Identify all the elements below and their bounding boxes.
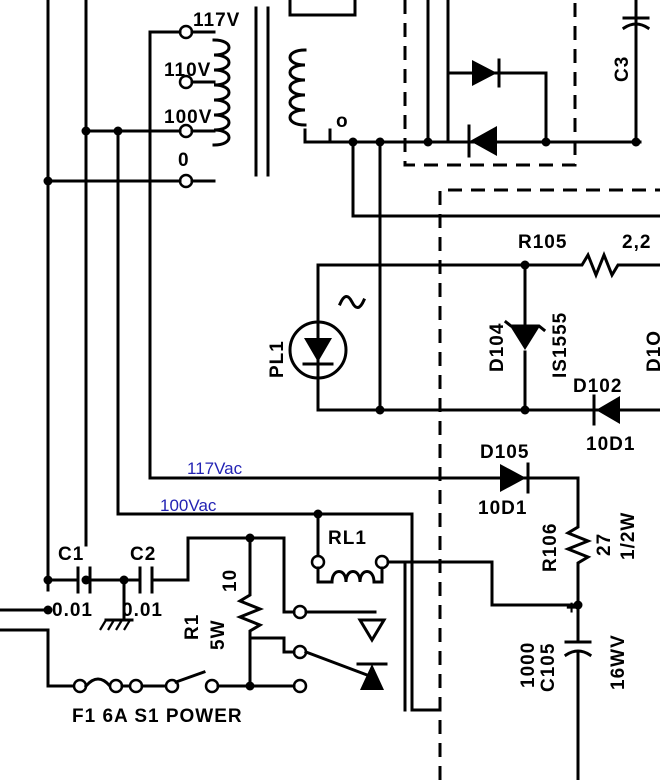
c2-label: C2 (130, 544, 156, 565)
c1-value: 0.01 (52, 600, 93, 621)
r106-wattage: 1/2W (618, 512, 639, 560)
r1-label: R1 (182, 614, 203, 640)
r1-wattage: 5W (208, 620, 229, 651)
c1-label: C1 (58, 544, 84, 565)
transformer-t1 (212, 6, 307, 177)
tap-117-label: 117V (193, 10, 240, 31)
wire-117vac (148, 30, 527, 480)
ground-symbol (99, 618, 134, 631)
pl1-label: PL1 (267, 340, 288, 378)
d102-part-number: 10D1 (586, 434, 635, 455)
tap-100-label: 100V (164, 107, 212, 128)
tap-117-terminal (178, 24, 194, 40)
main-board-outline (438, 188, 660, 780)
tap-0-terminal (178, 173, 194, 189)
capacitor-c2 (138, 536, 190, 594)
c105-plus: + (566, 598, 578, 619)
d101-label: D1O (644, 330, 660, 372)
tap-0-label: 0 (178, 150, 190, 171)
fuse-f1 (72, 677, 124, 694)
c105-label: C105 (538, 643, 559, 692)
d102-label: D102 (573, 376, 622, 397)
diode-d102 (578, 394, 660, 426)
rectifier-diode-lower (467, 124, 497, 158)
rl1-label: RL1 (328, 528, 367, 549)
resistor-r106 (563, 518, 593, 607)
annotation-117vac: 117Vac (187, 459, 243, 478)
d104-label: D104 (487, 323, 508, 372)
diode-d105 (500, 462, 580, 522)
rectifier-board-outline (403, 0, 577, 167)
resistor-r105 (523, 250, 660, 280)
power-switch-s1 (128, 670, 220, 694)
secondary-0-label: o (336, 111, 349, 132)
capacitor-c105 (563, 603, 593, 780)
resistor-r1 (235, 536, 265, 688)
zener-d104 (503, 263, 547, 412)
c105-voltage: 16WV (608, 634, 629, 690)
switch-fuse-caption: F1 6A S1 POWER (72, 706, 243, 727)
d105-label: D105 (480, 442, 529, 463)
d105-part-number: 10D1 (478, 498, 527, 519)
r106-label: R106 (540, 523, 561, 572)
annotation-100vac: 100Vac (160, 496, 217, 515)
c2-value: 0.01 (122, 600, 163, 621)
pilot-lamp-pl1 (288, 263, 582, 412)
r106-value: 27 (594, 533, 615, 556)
c105-value: 1000 (518, 642, 539, 688)
c3-label: C3 (612, 56, 633, 82)
r1-value: 10 (220, 569, 241, 592)
r105-label: R105 (518, 232, 567, 253)
r105-value: 2,2 (622, 232, 651, 253)
wire-100vac (116, 129, 442, 712)
tap-110-label: 110V (164, 60, 211, 81)
relay-rl1 (292, 512, 580, 694)
rectifier-diode-upper (446, 58, 548, 88)
d104-part-number: IS1555 (550, 312, 571, 378)
